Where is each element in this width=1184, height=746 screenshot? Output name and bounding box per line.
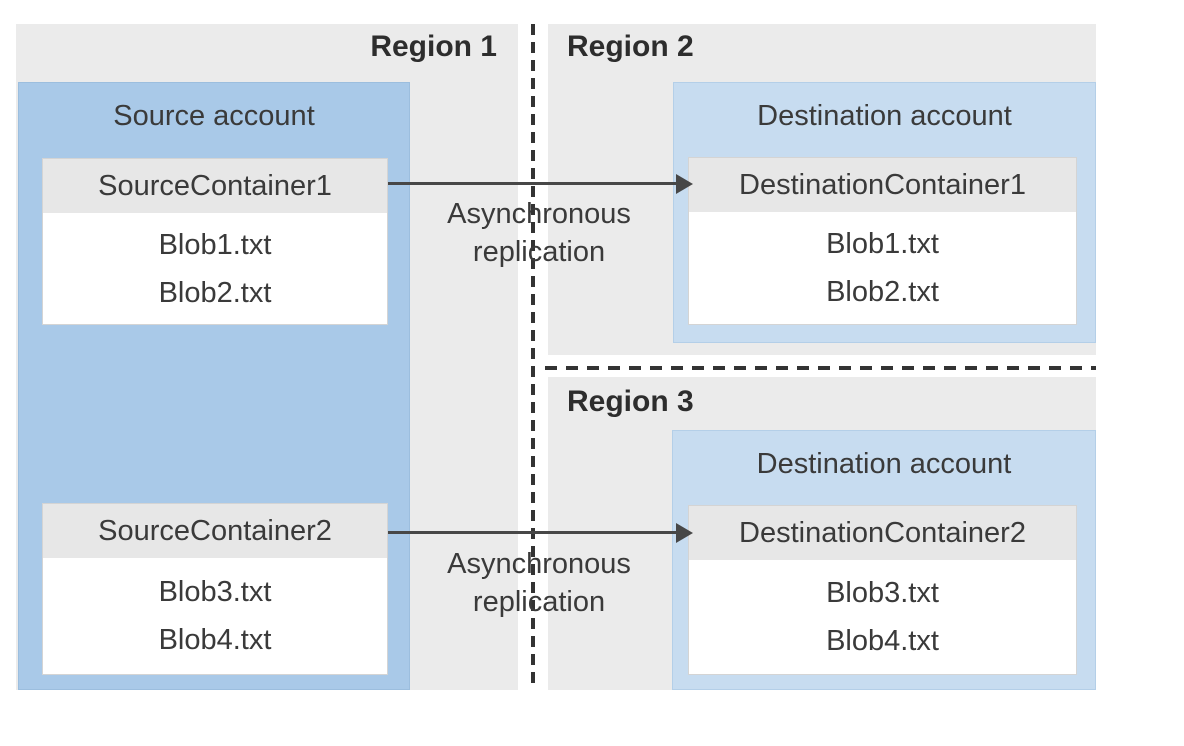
destination-container-1: DestinationContainer1 Blob1.txt Blob2.tx… [688, 157, 1077, 325]
region-divider-vertical [531, 24, 535, 690]
destination-container-1-name: DestinationContainer1 [689, 158, 1076, 212]
region2-label: Region 2 [567, 30, 694, 63]
destination-account-title-region2: Destination account [757, 100, 1012, 132]
blob-item: Blob3.txt [826, 577, 939, 609]
arrowhead-icon [676, 174, 693, 194]
blob-item: Blob3.txt [158, 576, 272, 608]
destination-container-2-name: DestinationContainer2 [689, 506, 1076, 560]
destination-container-2-blobs: Blob3.txt Blob4.txt [689, 560, 1076, 674]
replication-arrow-2 [388, 531, 678, 534]
blob-item: Blob1.txt [826, 228, 939, 260]
destination-account-title-region3: Destination account [756, 448, 1012, 480]
replication-arrow-2-label: Asynchronous replication [447, 548, 631, 618]
destination-container-1-blobs: Blob1.txt Blob2.txt [689, 212, 1076, 324]
source-container-1: SourceContainer1 Blob1.txt Blob2.txt [42, 158, 388, 325]
region3-label: Region 3 [567, 385, 694, 418]
source-container-2-name: SourceContainer2 [43, 504, 387, 558]
blob-item: Blob2.txt [826, 276, 939, 308]
source-container-1-name: SourceContainer1 [43, 159, 387, 213]
blob-item: Blob1.txt [158, 228, 272, 261]
destination-container-2: DestinationContainer2 Blob3.txt Blob4.tx… [688, 505, 1077, 675]
region1-label: Region 1 [370, 30, 497, 63]
blob-item: Blob4.txt [826, 625, 939, 657]
source-account-title: Source account [113, 100, 315, 132]
arrowhead-icon [676, 523, 693, 543]
blob-item: Blob2.txt [158, 276, 272, 309]
source-container-2: SourceContainer2 Blob3.txt Blob4.txt [42, 503, 388, 675]
source-container-1-blobs: Blob1.txt Blob2.txt [43, 213, 387, 324]
replication-arrow-1 [388, 182, 678, 185]
region-divider-horizontal [545, 366, 1096, 370]
source-container-2-blobs: Blob3.txt Blob4.txt [43, 558, 387, 674]
replication-arrow-1-label: Asynchronous replication [447, 198, 631, 268]
blob-item: Blob4.txt [158, 624, 272, 656]
